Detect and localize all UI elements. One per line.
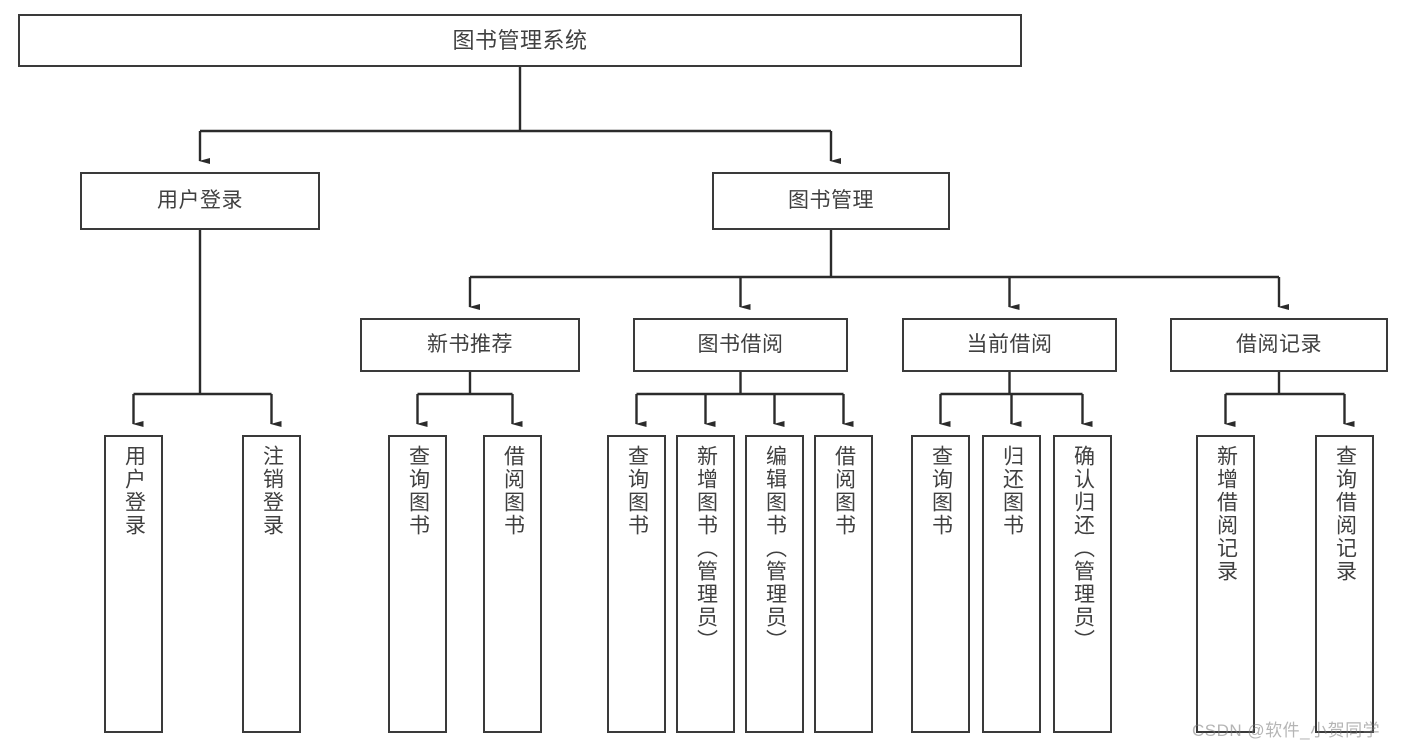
node-label: 图书管理 [788,188,874,212]
node-label: 用户登录 [157,188,243,212]
node-label: 用户登录 [122,445,146,537]
node-current[interactable]: 当前借阅 [902,318,1117,372]
node-leaf-borrow-2[interactable]: 新增图书（管理员） [676,435,735,733]
node-label: 新增借阅记录 [1214,445,1238,583]
node-leaf-rec-1[interactable]: 新增借阅记录 [1196,435,1255,733]
node-leaf-cur-1[interactable]: 查询图书 [911,435,970,733]
node-leaf-new-2[interactable]: 借阅图书 [483,435,542,733]
node-leaf-login-1[interactable]: 用户登录 [104,435,163,733]
node-label: 注销登录 [260,445,284,537]
node-label: 借阅记录 [1236,332,1322,356]
node-leaf-borrow-1[interactable]: 查询图书 [607,435,666,733]
node-borrow[interactable]: 图书借阅 [633,318,848,372]
node-login[interactable]: 用户登录 [80,172,320,230]
node-label: 借阅图书 [501,445,525,537]
node-root[interactable]: 图书管理系统 [18,14,1022,67]
node-leaf-cur-2[interactable]: 归还图书 [982,435,1041,733]
node-label: 当前借阅 [966,332,1053,356]
node-label: 查询图书 [406,445,430,537]
node-leaf-cur-3[interactable]: 确认归还（管理员） [1053,435,1112,733]
node-label: 新增图书（管理员） [694,445,718,652]
watermark-label: CSDN @软件_小贺同学 [1192,721,1381,740]
node-label: 图书管理系统 [452,27,588,53]
node-label: 编辑图书（管理员） [763,445,787,652]
node-label: 查询借阅记录 [1333,445,1357,583]
node-label: 归还图书 [1000,445,1024,537]
node-label: 查询图书 [625,445,649,537]
node-label: 借阅图书 [832,445,856,537]
node-label: 确认归还（管理员） [1071,445,1095,652]
node-leaf-login-2[interactable]: 注销登录 [242,435,301,733]
node-bookmgmt[interactable]: 图书管理 [712,172,950,230]
node-leaf-borrow-3[interactable]: 编辑图书（管理员） [745,435,804,733]
node-label: 新书推荐 [427,332,513,356]
node-leaf-new-1[interactable]: 查询图书 [388,435,447,733]
node-label: 查询图书 [929,445,953,537]
node-newbook[interactable]: 新书推荐 [360,318,580,372]
node-leaf-rec-2[interactable]: 查询借阅记录 [1315,435,1374,733]
node-label: 图书借阅 [697,332,784,356]
node-records[interactable]: 借阅记录 [1170,318,1388,372]
node-leaf-borrow-4[interactable]: 借阅图书 [814,435,873,733]
